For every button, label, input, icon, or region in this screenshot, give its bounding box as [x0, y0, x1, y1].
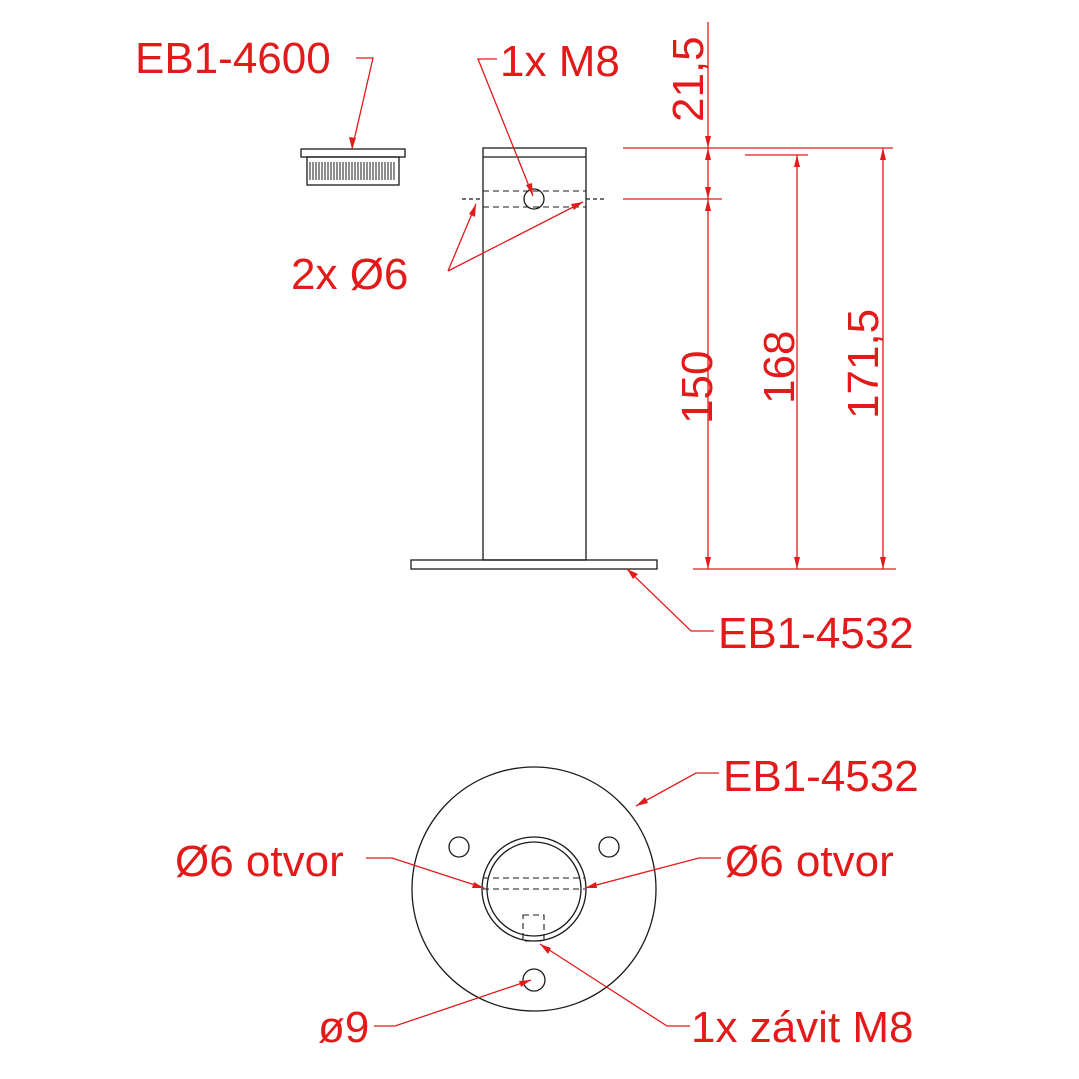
cap-part	[300, 148, 406, 186]
label-1x-zavit-m8: 1x závit M8	[691, 1003, 914, 1052]
side-view: EB1-4600 1x M8 2x Ø6 EB1-4532	[135, 22, 914, 658]
mounting-hole	[522, 968, 546, 992]
fixing-hole-left	[448, 836, 470, 858]
base-plate-outline	[411, 766, 657, 1012]
label-o6-otvor-right: Ø6 otvor	[725, 837, 894, 886]
dimensions	[623, 22, 896, 570]
cap-knurling	[309, 162, 395, 180]
leader-cap	[349, 57, 374, 150]
label-eb1-4532-top: EB1-4532	[723, 752, 919, 801]
label-1x-m8: 1x M8	[500, 37, 620, 86]
leader-hole-left	[366, 857, 485, 889]
label-o9: ø9	[318, 1003, 369, 1052]
leader-thread-top	[477, 58, 534, 197]
label-eb1-4600: EB1-4600	[135, 34, 331, 83]
dim-150: 150	[673, 351, 722, 424]
label-o6-otvor-left: Ø6 otvor	[175, 837, 344, 886]
leader-mount-hole	[374, 979, 532, 1027]
tube	[462, 147, 606, 561]
dim-168: 168	[755, 331, 804, 404]
dim-171-5: 171,5	[839, 309, 888, 419]
base-plate	[410, 559, 658, 570]
label-eb1-4532-side: EB1-4532	[718, 609, 914, 658]
tube-outer	[481, 836, 587, 942]
leader-thread-bottom	[539, 943, 690, 1027]
leader-base-side	[626, 568, 714, 632]
label-2x-o6: 2x Ø6	[291, 250, 408, 299]
top-view: EB1-4532 Ø6 otvor Ø6 otvor ø9 1x závit M…	[175, 752, 919, 1052]
leader-hole-right	[584, 857, 721, 889]
thread-slot	[522, 914, 545, 942]
dim-21-5: 21,5	[664, 36, 713, 122]
leader-holes-side	[447, 201, 584, 272]
leader-base-top	[635, 772, 719, 807]
fixing-hole-right	[598, 836, 620, 858]
